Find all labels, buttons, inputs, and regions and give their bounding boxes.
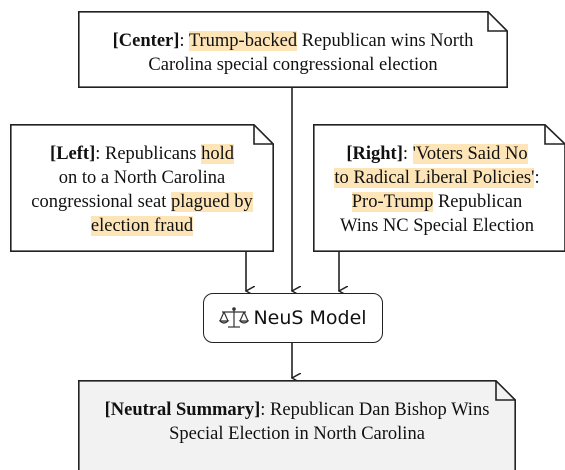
left-headline-note: [Left]: Republicans hold on to a North C…: [10, 124, 274, 252]
center-headline-text: [Center]: Trump-backed Republican wins N…: [112, 31, 474, 75]
left-tag: [Left]: [50, 144, 96, 164]
center-tag: [Center]: [112, 31, 180, 51]
neus-model-box: NeuS Model: [203, 293, 383, 343]
flow-arrows: [0, 88, 565, 454]
model-label: NeuS Model: [253, 307, 367, 329]
right-tag: [Right]: [346, 144, 403, 164]
center-headline-note: [Center]: Trump-backed Republican wins N…: [78, 11, 508, 88]
center-highlight: Trump-backed: [188, 31, 298, 51]
summary-tag: [Neutral Summary]: [104, 400, 261, 420]
left-headline-text: [Left]: Republicans hold on to a North C…: [31, 144, 253, 236]
right-headline-text: [Right]: 'Voters Said No to Radical Libe…: [334, 144, 540, 236]
neutral-summary-note: [Neutral Summary]: Republican Dan Bishop…: [78, 380, 516, 470]
balance-scale-icon: [219, 307, 250, 328]
neutral-summary-text: [Neutral Summary]: Republican Dan Bishop…: [104, 400, 490, 444]
right-headline-note: [Right]: 'Voters Said No to Radical Libe…: [313, 124, 565, 252]
